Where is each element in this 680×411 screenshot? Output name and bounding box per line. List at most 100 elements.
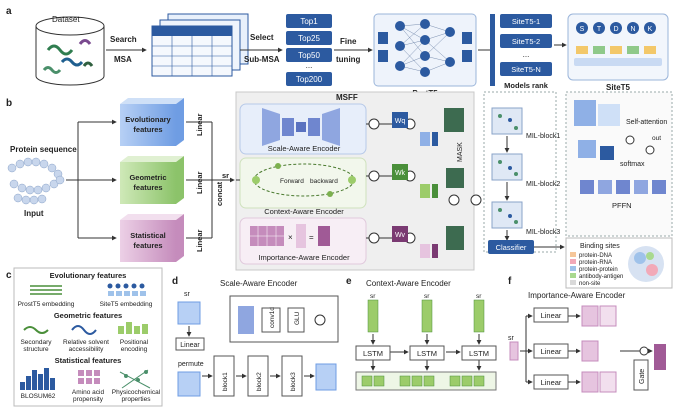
geo-feature-icons xyxy=(23,322,148,335)
sr-label: sr xyxy=(222,171,229,180)
d-blocks xyxy=(213,355,337,397)
stat-item: propensity xyxy=(73,396,104,403)
mil-block-label: MIL-block3 xyxy=(526,229,560,236)
geo-item: structure xyxy=(23,346,49,353)
pffn-diagram xyxy=(580,180,666,194)
e-output-row xyxy=(355,371,497,391)
binding-item: protein-protein xyxy=(579,267,618,273)
panel-label-e: e xyxy=(346,276,352,287)
top-item: ... xyxy=(306,61,313,70)
feature-label: Geometric xyxy=(129,173,166,182)
linear-label: Linear xyxy=(195,171,204,194)
msff-label: MSFF xyxy=(336,93,358,102)
sr-label: sr xyxy=(184,291,191,298)
mil-block-label: MIL-block2 xyxy=(526,181,560,188)
d-block-label: block1 xyxy=(222,372,229,391)
feature-label: features xyxy=(133,183,162,192)
dataset-cylinder xyxy=(35,16,105,86)
panel-f: f Importance-Aware Encoder sr Linear Lin… xyxy=(508,276,666,393)
feature-label: features xyxy=(133,241,162,250)
mil-block-label: MIL-block1 xyxy=(526,133,560,140)
stat-title: Statistical features xyxy=(55,356,122,365)
binding-item: non-site xyxy=(579,281,601,287)
panel-d: d Scale-Aware Encoder sr Linear permute … xyxy=(172,276,339,397)
d-conv-detail xyxy=(229,295,339,343)
model-item: SiteT5-2 xyxy=(512,37,540,46)
f-linear-label: Linear xyxy=(541,311,562,320)
mil-block-1 xyxy=(491,107,523,135)
dataset-label: Dataset xyxy=(52,15,80,24)
self-attention-diagram xyxy=(574,100,655,160)
geo-item: Positional xyxy=(120,339,149,346)
backward-label: backward xyxy=(310,178,338,185)
out-label: out xyxy=(652,135,661,142)
stat-item: Physicochemical xyxy=(112,389,161,396)
e-sr-label: sr xyxy=(476,293,482,300)
f-linear-label: Linear xyxy=(541,347,562,356)
feature-label: features xyxy=(133,125,162,134)
f-sr-label: sr xyxy=(508,335,515,342)
binding-item: protein-RNA xyxy=(579,260,612,266)
context-bilstm xyxy=(252,163,356,197)
evolutionary-features-box xyxy=(120,98,184,146)
top-item: Top50 xyxy=(298,51,320,60)
feature-label: Evolutionary xyxy=(125,115,171,124)
classifier-box xyxy=(488,240,534,254)
wk-label: Wk xyxy=(395,170,406,177)
svg-text:=: = xyxy=(309,233,314,242)
evo-title: Evolutionary features xyxy=(50,271,127,280)
f-arrows xyxy=(520,313,653,385)
f-linear-boxes xyxy=(533,307,569,390)
evo-item: ProstT5 embedding xyxy=(18,301,75,308)
sitet5-label: SiteT5 xyxy=(606,83,631,92)
evo-item: SiteT5 embedding xyxy=(100,301,153,308)
sitet5-model xyxy=(567,13,669,81)
top-item: Top25 xyxy=(298,34,320,43)
top-list: Top1 Top25 Top50 ... Top200 xyxy=(286,14,332,86)
e-input-stacks xyxy=(367,299,485,333)
panel-label-a: a xyxy=(6,6,12,17)
encoder-label: Context-Aware Encoder xyxy=(264,207,344,216)
d-block-label: block3 xyxy=(290,372,297,391)
top-item: Top200 xyxy=(296,75,323,84)
geo-item: accessibility xyxy=(69,346,104,353)
wv-label: Wv xyxy=(395,232,406,239)
d-permute-label: permute xyxy=(178,361,204,368)
linear-label: Linear xyxy=(195,113,204,136)
models-rank-label: Models rank xyxy=(504,81,549,90)
input-label: Input xyxy=(24,209,44,218)
sitet5-letter: S xyxy=(580,26,585,33)
forward-label: Forward xyxy=(280,178,304,185)
mask-label: MASK xyxy=(457,142,464,162)
panel-label-c: c xyxy=(6,270,12,281)
protein-sequence-label: Protein sequence xyxy=(10,145,77,154)
f-gate-label: Gate xyxy=(639,369,646,384)
wq-label: Wq xyxy=(395,118,406,125)
select-label: Select xyxy=(250,33,274,42)
panel-e: e Context-Aware Encoder sr sr sr LSTM LS… xyxy=(346,276,497,391)
binding-item: protein-DNA xyxy=(579,253,612,259)
e-lstm-label: LSTM xyxy=(417,349,437,358)
sitet5-letter: D xyxy=(613,26,618,33)
stat-item: Amino acid xyxy=(72,389,105,396)
f-input-tensor xyxy=(509,341,519,361)
msa-tables xyxy=(151,13,249,77)
stat-feature-icons xyxy=(20,368,151,390)
e-lstm-label: LSTM xyxy=(363,349,383,358)
f-tensors xyxy=(581,305,617,393)
scale-title: Scale-Aware Encoder xyxy=(220,279,298,288)
e-sr-label: sr xyxy=(424,293,430,300)
prott5-network xyxy=(373,13,477,87)
model-item: ... xyxy=(523,50,530,59)
classifier-label: Classifier xyxy=(496,243,527,252)
panel-label-f: f xyxy=(508,276,512,287)
f-linear-label: Linear xyxy=(541,378,562,387)
binding-item: antibody-antigen xyxy=(579,274,623,280)
geometric-features-box xyxy=(120,156,184,204)
d-conv-label: conv1d xyxy=(269,307,276,328)
importance-title: Importance-Aware Encoder xyxy=(528,291,626,300)
model-item: SiteT5-1 xyxy=(512,17,540,26)
f-output-tensor xyxy=(654,344,666,370)
self-attention-label: Self-attention xyxy=(626,119,667,126)
rank-bar xyxy=(490,14,495,86)
